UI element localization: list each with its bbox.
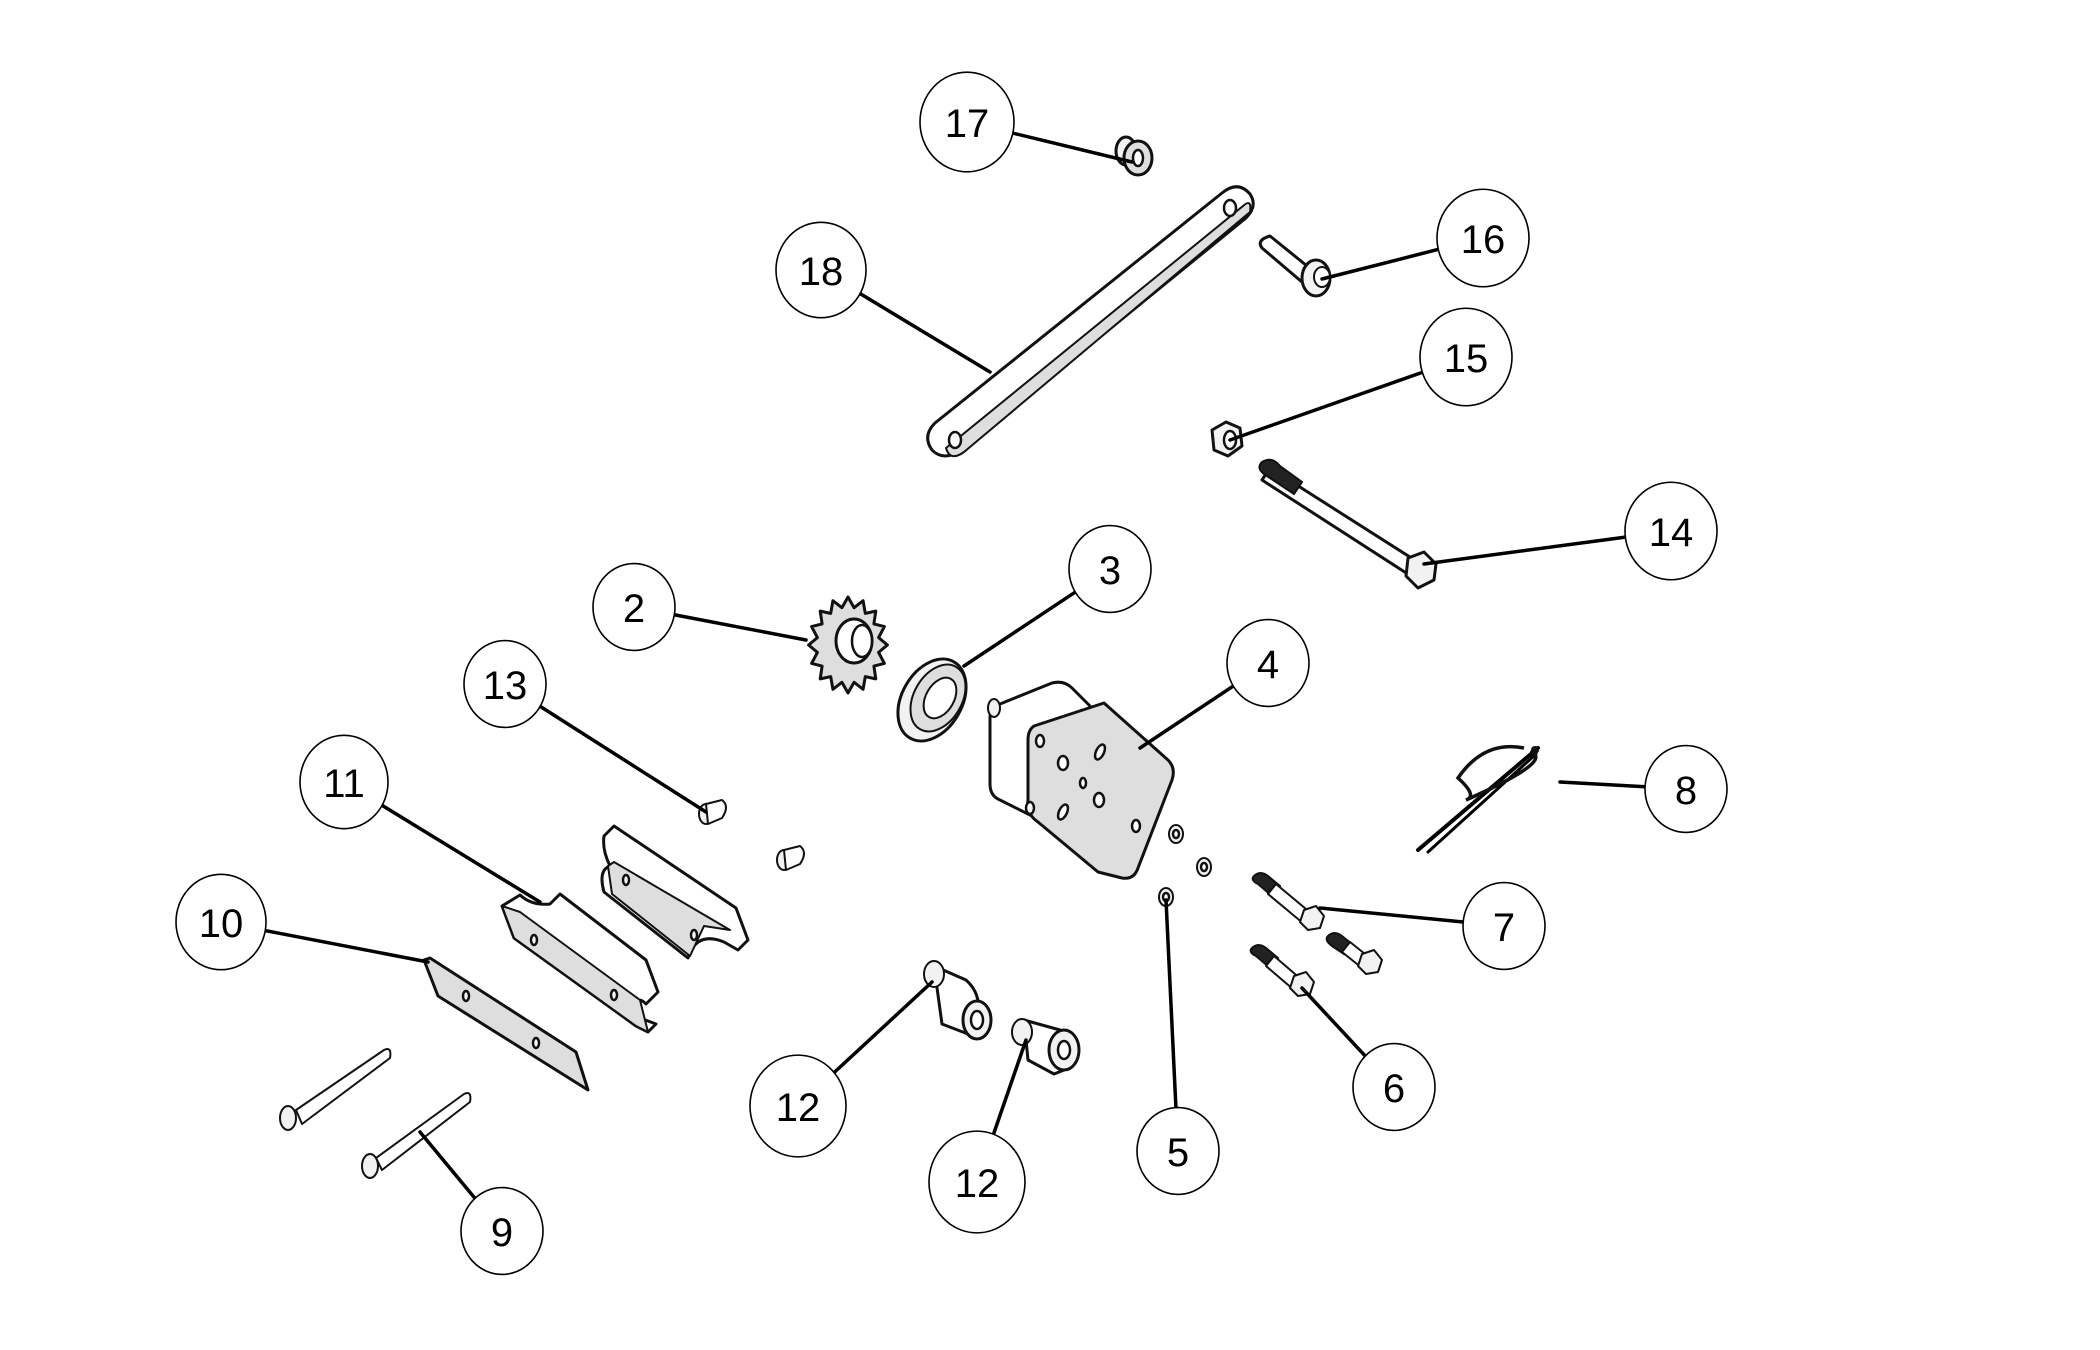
callout-3[interactable]: 3 — [1068, 524, 1152, 614]
flat-plate-part — [422, 956, 590, 1092]
leader-line-13 — [537, 704, 708, 814]
callout-circle — [175, 873, 267, 971]
callout-number: 8 — [1675, 769, 1697, 813]
callout-circle — [928, 1130, 1026, 1234]
callout-circle — [592, 562, 676, 652]
sprocket-part — [807, 595, 889, 695]
callout-15[interactable]: 15 — [1419, 307, 1513, 407]
callout-number: 6 — [1383, 1067, 1405, 1111]
callout-9[interactable]: 9 — [460, 1186, 544, 1276]
long-hex-bolt-part — [1258, 458, 1438, 590]
callout-circle — [919, 71, 1015, 173]
callout-2[interactable]: 2 — [592, 562, 676, 652]
callout-layer: 17 18 16 15 14 2 3 4 13 11 8 10 7 6 12 12 5 9 — [175, 71, 1728, 1276]
callout-number: 2 — [623, 587, 645, 631]
callout-circle — [1462, 881, 1546, 971]
callout-4[interactable]: 4 — [1226, 618, 1310, 708]
callout-8[interactable]: 8 — [1644, 744, 1728, 834]
callout-circle — [1136, 1106, 1220, 1196]
callout-6[interactable]: 6 — [1352, 1042, 1436, 1132]
leader-line-17 — [1010, 131, 1134, 164]
callout-circle — [1644, 744, 1728, 834]
callout-18[interactable]: 18 — [775, 221, 867, 319]
clamp-block-part — [500, 824, 750, 1034]
callout-16[interactable]: 16 — [1436, 188, 1530, 288]
callout-14[interactable]: 14 — [1624, 481, 1718, 581]
callout-circle — [1352, 1042, 1436, 1132]
shoulder-bolt-part — [1258, 234, 1332, 298]
lock-washer-parts — [1158, 824, 1212, 907]
leader-lines — [263, 131, 1647, 1202]
callout-12[interactable]: 12 — [928, 1130, 1026, 1234]
leader-line-14 — [1422, 535, 1628, 566]
leader-line-2 — [672, 612, 808, 642]
leader-line-16 — [1320, 247, 1441, 281]
callout-circle — [460, 1186, 544, 1276]
callout-number: 12 — [955, 1162, 1000, 1206]
spacer-parts — [923, 960, 1081, 1076]
callout-number: 7 — [1493, 906, 1515, 950]
callout-number: 5 — [1167, 1131, 1189, 1175]
leader-line-18 — [857, 291, 992, 374]
callout-7[interactable]: 7 — [1462, 881, 1546, 971]
callout-number: 15 — [1444, 337, 1489, 381]
flange-bushing-small-part — [698, 799, 805, 871]
callout-circle — [749, 1054, 847, 1158]
callout-5[interactable]: 5 — [1136, 1106, 1220, 1196]
callout-number: 9 — [491, 1211, 513, 1255]
leader-line-12 — [990, 1038, 1028, 1139]
flange-bushing-part — [1114, 135, 1154, 177]
leader-line-11 — [379, 803, 542, 904]
leader-line-4 — [1138, 683, 1236, 750]
callout-number: 13 — [483, 664, 528, 708]
leader-line-7 — [1318, 906, 1465, 924]
cap-screw-part — [1249, 944, 1315, 997]
callout-number: 10 — [199, 902, 244, 946]
mounting-plate-part — [987, 680, 1175, 880]
callout-circle — [299, 734, 389, 830]
leader-line-12 — [831, 980, 934, 1076]
callout-number: 17 — [945, 102, 990, 146]
flange-bolt-parts — [279, 1048, 472, 1179]
callout-12[interactable]: 12 — [749, 1054, 847, 1158]
sprocket-bore — [850, 623, 874, 659]
callout-number: 4 — [1257, 643, 1279, 687]
callout-number: 18 — [799, 250, 844, 294]
callout-number: 16 — [1461, 218, 1506, 262]
callout-circle — [1436, 188, 1530, 288]
link-arm-part — [926, 185, 1255, 458]
callout-number: 14 — [1649, 511, 1694, 555]
cap-screw-long-part — [1251, 872, 1325, 931]
callout-circle — [1419, 307, 1513, 407]
callout-13[interactable]: 13 — [463, 639, 547, 729]
leader-line-5 — [1164, 898, 1178, 1112]
leader-line-10 — [263, 928, 430, 964]
bearing-part — [896, 657, 968, 743]
callout-10[interactable]: 10 — [175, 873, 267, 971]
callout-11[interactable]: 11 — [299, 734, 389, 830]
callout-circle — [1068, 524, 1152, 614]
cap-screw-short-part — [1325, 932, 1383, 975]
hitch-pin-clip-part — [1416, 744, 1540, 854]
leader-line-3 — [962, 589, 1078, 668]
leader-line-8 — [1558, 780, 1647, 789]
callout-circle — [1624, 481, 1718, 581]
callout-number: 12 — [776, 1086, 821, 1130]
leader-line-15 — [1228, 370, 1425, 442]
callout-number: 3 — [1099, 549, 1121, 593]
callout-circle — [1226, 618, 1310, 708]
callout-circle — [775, 221, 867, 319]
leader-line-9 — [418, 1130, 478, 1202]
callout-17[interactable]: 17 — [919, 71, 1015, 173]
callout-number: 11 — [323, 762, 365, 806]
callout-circle — [463, 639, 547, 729]
leader-line-6 — [1300, 986, 1368, 1059]
